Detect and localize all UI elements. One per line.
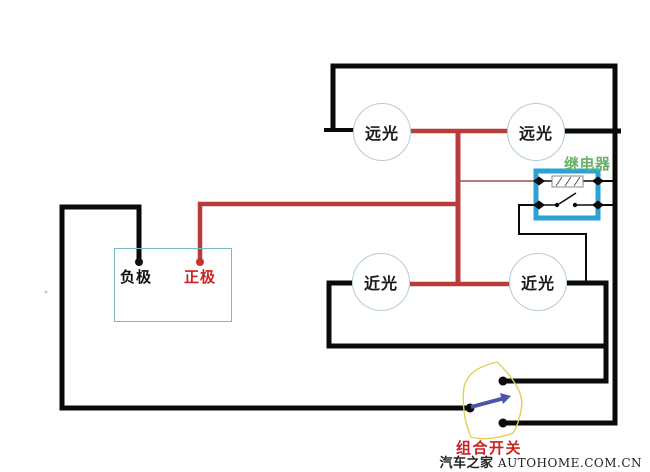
watermark-site-cn: 汽车之家 <box>439 455 494 470</box>
relay-terminal <box>592 176 604 186</box>
battery-negative-terminal-dot <box>135 258 143 266</box>
lamp-label: 近光 <box>363 276 398 293</box>
relay-box <box>533 168 601 221</box>
relay-terminal <box>533 200 545 210</box>
combination-switch-label: 组合开关 <box>456 440 523 457</box>
lamp-low-beam-left: 近光 <box>352 253 410 311</box>
lamp-label: 近光 <box>520 276 555 293</box>
watermark: 汽车之家 AUTOHOME.COM.CN <box>439 452 642 472</box>
relay-coil-hatch <box>573 176 581 187</box>
relay-coil-hatch <box>555 176 563 187</box>
wire-lowbeam-bottom-loop <box>326 280 606 349</box>
wire-relay-contact-to-lowbeam <box>518 204 587 283</box>
lamp-high-beam-right: 远光 <box>507 103 565 161</box>
switch-lever-blue <box>470 396 504 409</box>
watermark-site-en: AUTOHOME.COM.CN <box>497 456 642 470</box>
lamp-low-beam-right: 近光 <box>509 253 567 311</box>
relay-terminal <box>592 200 604 210</box>
relay-label: 继电器 <box>564 156 611 173</box>
switch-terminal-bottom <box>498 418 508 428</box>
relay-switch-lever <box>558 192 577 205</box>
switch-terminal-top <box>498 376 508 386</box>
battery-negative-label: 负极 <box>120 269 153 286</box>
wire-highbeam-loop-right-vertical <box>330 63 618 426</box>
lamp-high-beam-left: 远光 <box>353 103 411 161</box>
relay-contact-post-right <box>572 202 578 208</box>
wire-battery-positive-feed <box>197 201 460 262</box>
battery-box <box>114 248 232 322</box>
relay-terminal <box>533 176 545 186</box>
speck-artifact <box>44 290 48 294</box>
switch-lever-arrowhead <box>500 393 511 404</box>
lamp-label: 远光 <box>364 126 399 143</box>
wire-battery-negative-to-switch-middle <box>59 204 470 411</box>
switch-outline-shape <box>462 361 523 440</box>
relay-coil-hatch <box>564 176 572 187</box>
relay-contact-post-left <box>554 202 560 208</box>
lamp-label: 远光 <box>518 126 553 143</box>
battery-positive-terminal-dot <box>196 258 204 266</box>
battery-positive-label: 正极 <box>184 269 217 286</box>
